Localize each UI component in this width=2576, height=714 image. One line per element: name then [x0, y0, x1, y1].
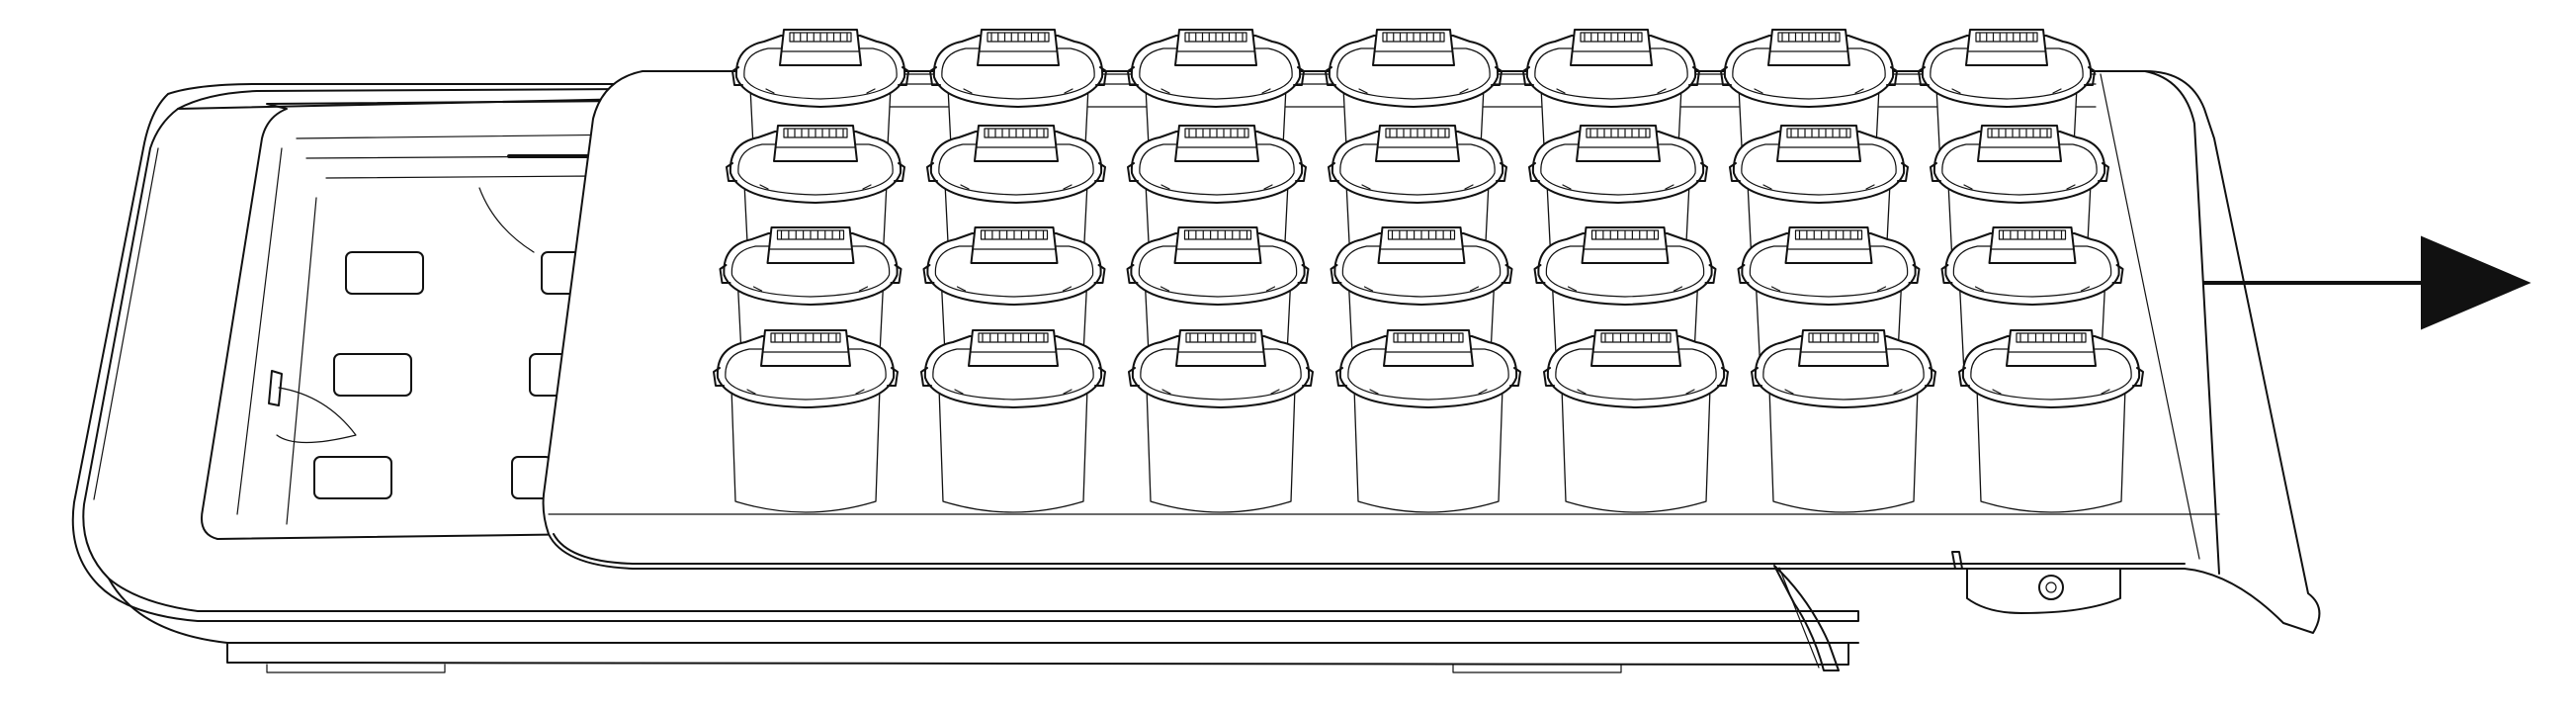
cup — [1128, 329, 1314, 513]
cup — [1958, 329, 2144, 513]
arrow-head-icon — [2421, 235, 2532, 330]
side-features — [1773, 551, 2121, 671]
cup — [713, 329, 899, 513]
cup — [920, 329, 1106, 513]
cup — [1335, 329, 1521, 513]
cup — [1543, 329, 1729, 513]
cup — [1751, 329, 1936, 513]
base-housing — [71, 83, 1859, 673]
direction-arrow — [2202, 235, 2532, 330]
cup-grid — [713, 29, 2144, 513]
